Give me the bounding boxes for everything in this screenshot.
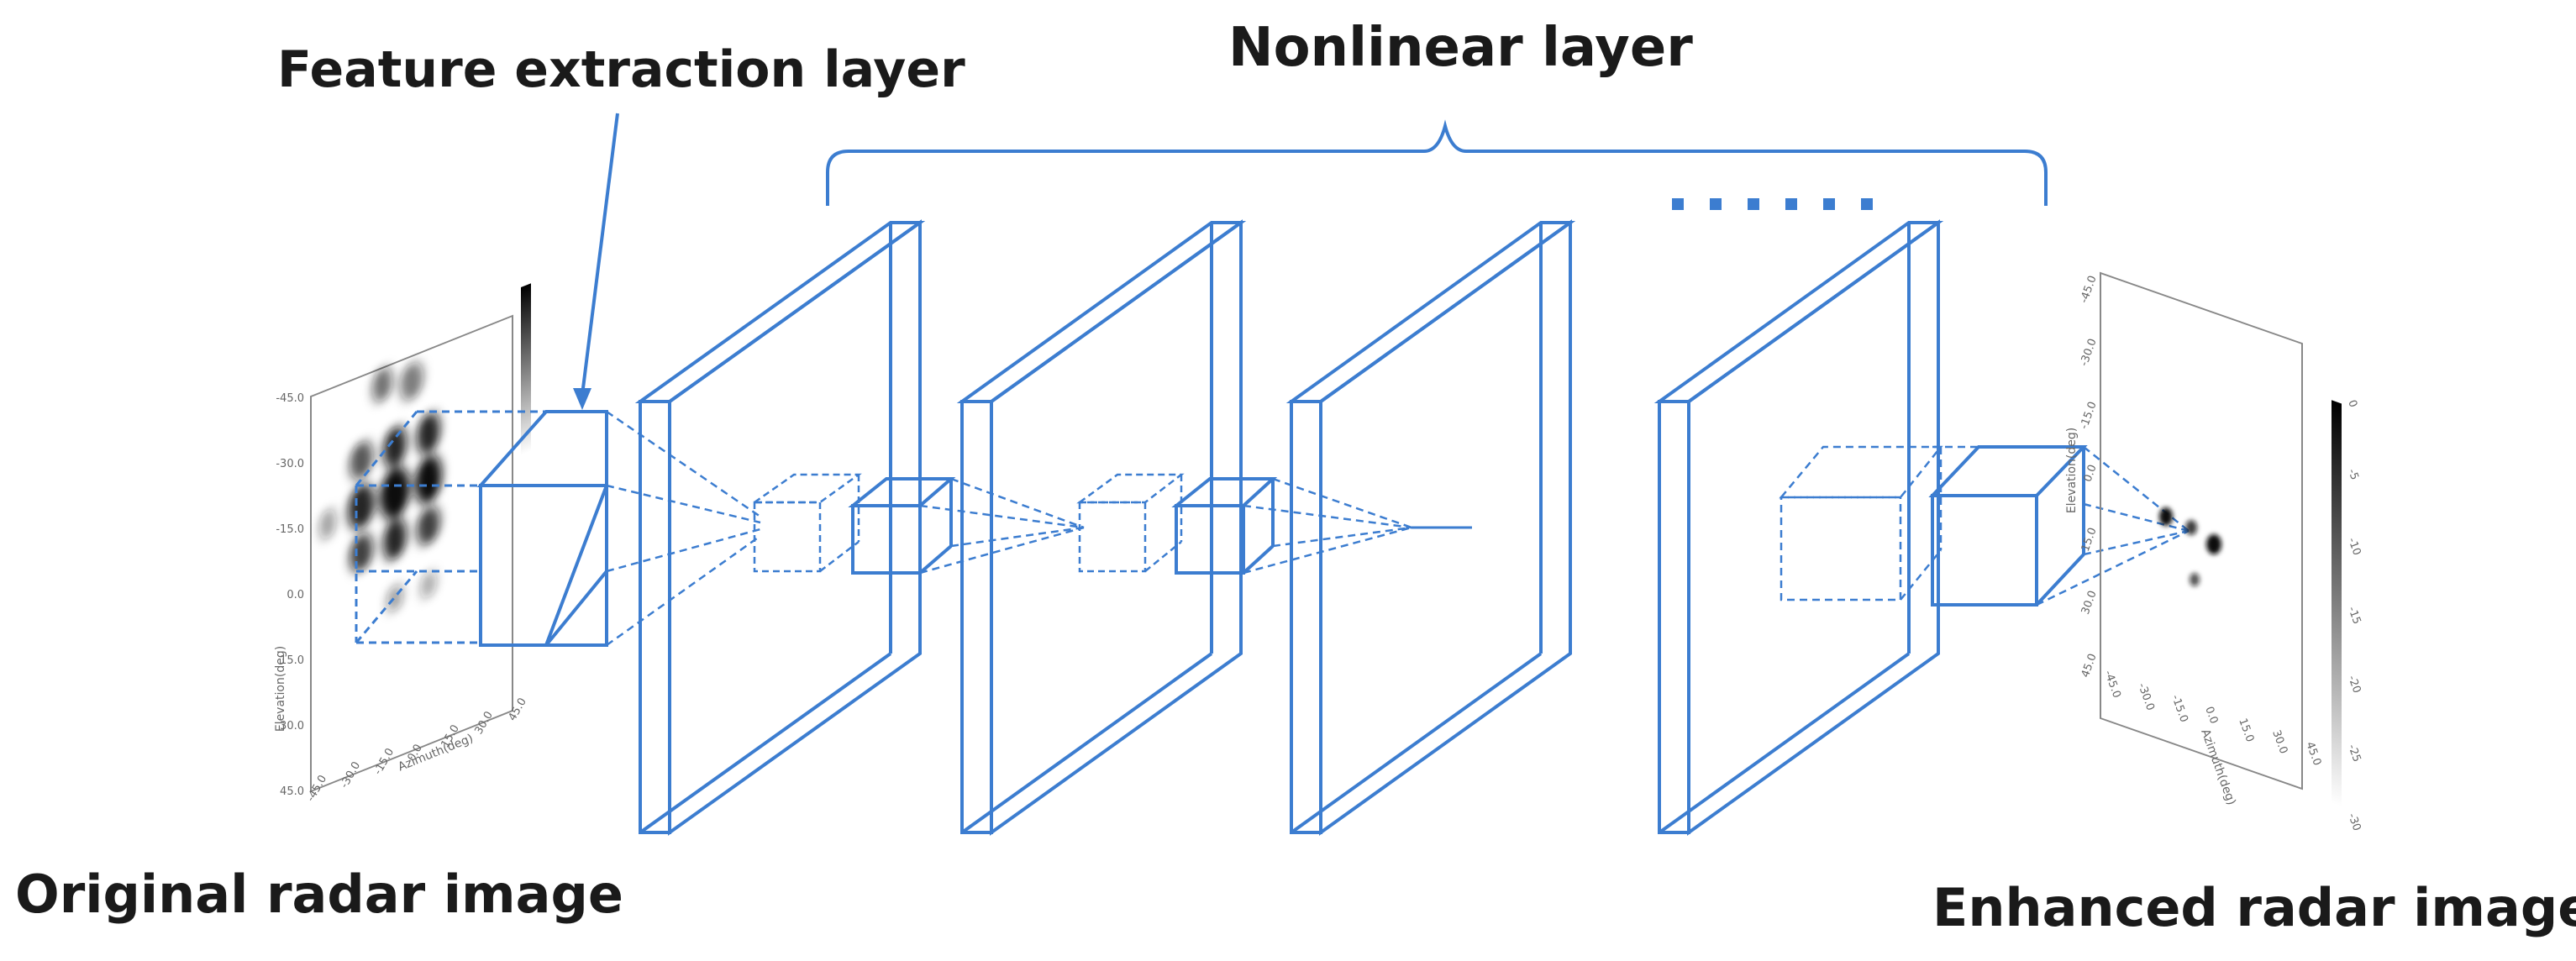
input-xtick: -45.0 — [304, 773, 329, 804]
output-xtick: -45.0 — [2101, 669, 2123, 700]
input-ytick: -15.0 — [276, 523, 304, 536]
output-colorbar — [2332, 400, 2342, 807]
input-ytick: -30.0 — [276, 458, 304, 470]
input-xtick: -30.0 — [338, 759, 363, 790]
small-solid-cube-2 — [1171, 477, 1278, 575]
colorbar-tick: -10 — [2345, 536, 2363, 557]
input-ytick: 30.0 — [280, 720, 304, 733]
original-radar-image: Elevation(deg) -45.0 -30.0 -15.0 0.0 15.… — [274, 283, 531, 804]
enhanced-image-label: Enhanced radar image — [1932, 877, 2576, 938]
nonlinear-slab-1 — [634, 219, 926, 836]
output-xtick: 15.0 — [2236, 717, 2256, 743]
small-dashed-cube-1 — [751, 473, 862, 573]
feature-extraction-arrow — [573, 113, 619, 410]
input-x-ticks: -45.0 -30.0 -15.0 0.0 15.0 30.0 45.0 — [304, 696, 528, 804]
projection-lines-1 — [606, 410, 761, 647]
projection-lines-3 — [1243, 477, 1412, 575]
output-xtick: -30.0 — [2135, 681, 2157, 712]
ellipsis-dots — [1672, 198, 1873, 210]
input-receptive-field — [355, 410, 580, 644]
input-y-ticks: -45.0 -30.0 -15.0 0.0 15.0 30.0 45.0 — [276, 392, 304, 798]
colorbar-tick: -20 — [2345, 674, 2363, 695]
small-solid-cube-1 — [848, 477, 956, 575]
input-ytick: 15.0 — [280, 654, 304, 667]
colorbar-tick: 0 — [2345, 398, 2359, 409]
nonlinear-brace — [826, 119, 2048, 206]
small-dashed-cube-2 — [1076, 473, 1185, 573]
output-radar-points — [2159, 507, 2221, 586]
output-xtick: 45.0 — [2303, 740, 2323, 767]
input-xtick: -15.0 — [371, 746, 397, 777]
output-ytick: -15.0 — [2078, 400, 2100, 431]
output-colorbar-ticks: 0 -5 -10 -15 -20 -25 -30 — [2345, 398, 2363, 832]
original-image-label: Original radar image — [15, 864, 623, 925]
projection-lines-2 — [919, 477, 1085, 575]
feature-extraction-cube — [476, 410, 608, 647]
input-ytick: 45.0 — [280, 785, 304, 798]
output-ytick: 45.0 — [2079, 652, 2100, 679]
input-xtick: 30.0 — [472, 709, 495, 737]
output-xlabel: Azimuth(deg) — [2198, 727, 2238, 807]
colorbar-tick: -30 — [2345, 811, 2363, 832]
enhanced-radar-image: Elevation(deg) -45.0 -30.0 -15.0 0.0 15.… — [2065, 271, 2363, 832]
nonlinear-slab-3 — [1285, 219, 1576, 836]
output-ytick: 0.0 — [2082, 463, 2100, 484]
colorbar-tick: -25 — [2345, 743, 2363, 764]
output-xtick: 0.0 — [2202, 705, 2220, 726]
nonlinear-slab-4 — [1653, 219, 1944, 836]
nonlinear-slab-2 — [956, 219, 1247, 836]
output-cube — [1928, 445, 2088, 607]
output-ytick: -45.0 — [2078, 274, 2100, 305]
output-ylabel: Elevation(deg) — [2065, 428, 2079, 513]
output-plot-frame — [2100, 271, 2303, 790]
input-xtick: 45.0 — [506, 696, 528, 723]
output-ytick: -30.0 — [2078, 337, 2100, 368]
output-ytick: 30.0 — [2079, 589, 2100, 616]
colorbar-tick: -5 — [2345, 467, 2361, 481]
output-xtick: 30.0 — [2269, 728, 2289, 755]
input-radar-blobs — [319, 362, 442, 612]
input-ylabel: Elevation(deg) — [274, 646, 287, 732]
input-ytick: 0.0 — [287, 589, 304, 601]
input-ytick: -45.0 — [276, 392, 304, 405]
network-layers — [355, 119, 2190, 836]
nonlinear-layer-label: Nonlinear layer — [1228, 17, 1693, 79]
output-xtick: -15.0 — [2169, 693, 2190, 724]
colorbar-tick: -15 — [2345, 605, 2363, 626]
output-y-ticks: -45.0 -30.0 -15.0 0.0 15.0 30.0 45.0 — [2078, 274, 2100, 679]
large-dashed-cube — [1779, 445, 1943, 601]
input-plot-frame — [310, 314, 513, 793]
feature-extraction-label: Feature extraction layer — [277, 40, 965, 99]
